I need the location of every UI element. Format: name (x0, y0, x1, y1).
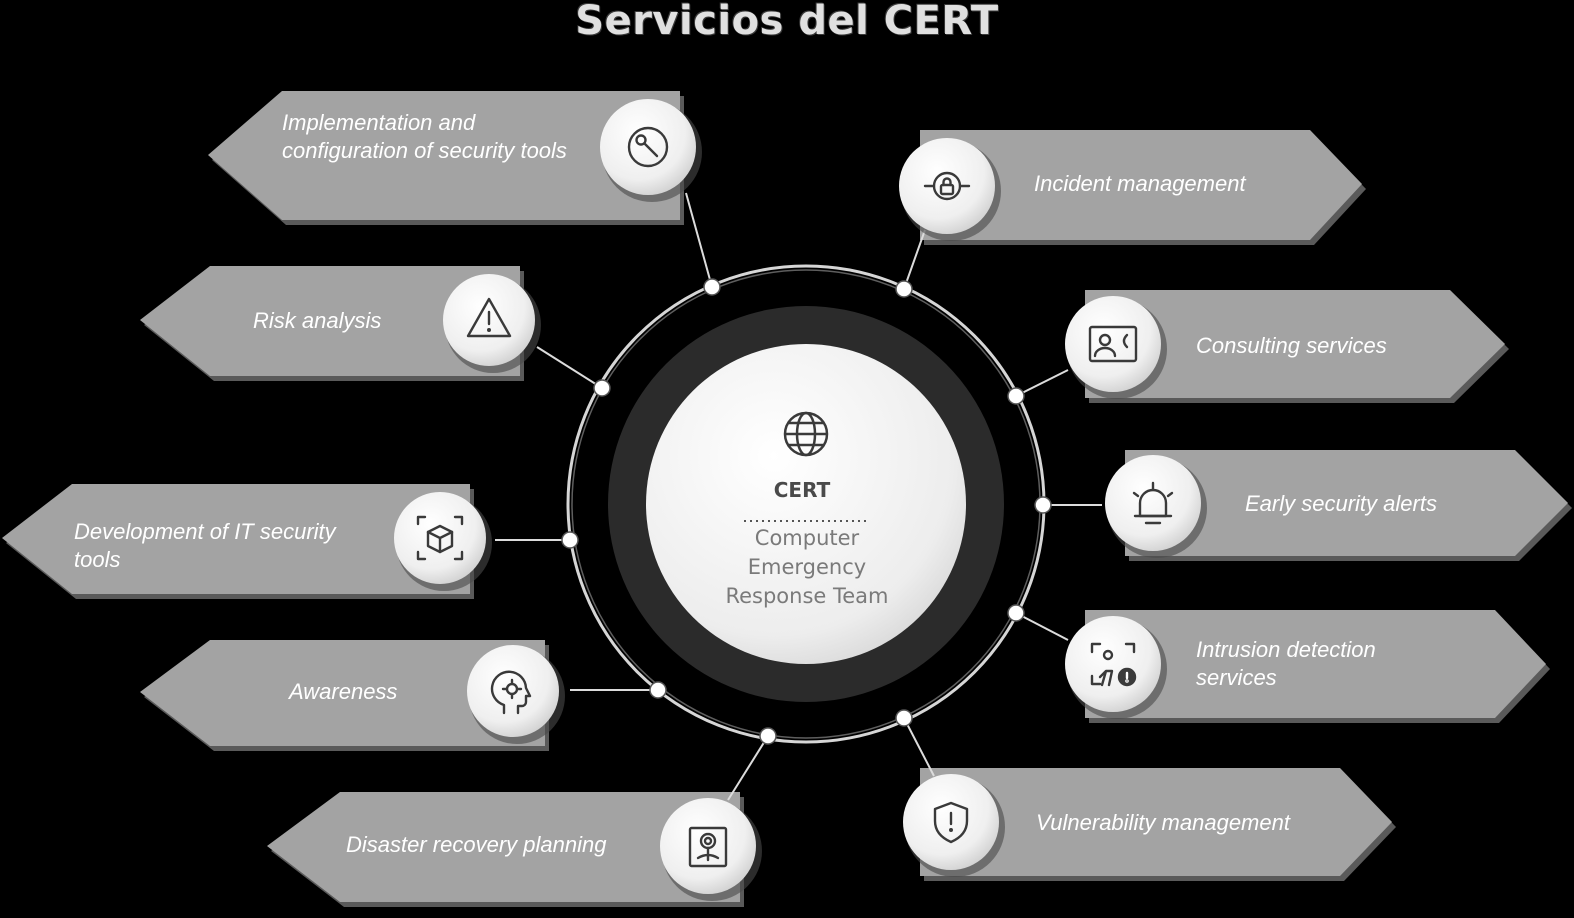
hub-subtitle-line: Response Team (725, 584, 889, 608)
wrench-icon (627, 126, 669, 168)
badge-risk (443, 274, 541, 373)
badge-disaster (660, 798, 762, 901)
ribbon-intrusion (1085, 610, 1550, 723)
contact-call-icon (1088, 325, 1138, 363)
person-alert-icon (1090, 642, 1137, 687)
hub-subtitle-line: Emergency (747, 555, 867, 579)
shield-alert-icon (933, 801, 969, 844)
cube-scan-icon (416, 515, 464, 561)
ribbon-consulting (1085, 290, 1509, 403)
service-label-awareness: Awareness (289, 679, 398, 704)
hub-subtitle-line: Computer (754, 526, 860, 550)
warning-icon (466, 297, 512, 338)
ribbon-disaster (267, 792, 744, 907)
ribbon-risk (140, 266, 524, 381)
ribbon-incident (920, 130, 1366, 245)
service-label-implementation: Implementation and configuration of secu… (282, 110, 567, 163)
service-label-vulnerability: Vulnerability management (1036, 810, 1290, 835)
service-label-risk: Risk analysis (253, 308, 382, 333)
service-label-consulting: Consulting services (1196, 333, 1387, 358)
ribbon-alerts (1125, 450, 1572, 561)
ribbon-development (2, 484, 474, 599)
badge-alerts (1105, 455, 1207, 558)
flower-frame-icon (688, 826, 728, 868)
badge-awareness (467, 645, 565, 744)
page-title: Servicios del CERT (575, 0, 999, 44)
ring-dots (561, 278, 1052, 745)
service-label-disaster: Disaster recovery planning (346, 832, 607, 857)
ribbon-vulnerability (920, 768, 1396, 881)
lock-target-icon (923, 171, 971, 201)
head-gear-icon (490, 670, 532, 715)
connectors (495, 192, 1102, 801)
ribbon-awareness (140, 640, 549, 751)
service-label-intrusion: Intrusion detection services (1196, 637, 1376, 690)
hub-subtitle: Computer Emergency Response Team (687, 524, 927, 611)
badge-consulting (1065, 296, 1167, 399)
service-label-incident: Incident management (1034, 171, 1246, 196)
hub-circle (646, 344, 966, 664)
hub-title: CERT (773, 478, 831, 502)
globe-icon (783, 411, 829, 457)
badge-intrusion (1065, 616, 1167, 719)
ribbon-implementation (208, 91, 684, 225)
service-label-development: Development of IT security tools (74, 519, 336, 572)
bell-icon (1132, 481, 1174, 525)
service-label-alerts: Early security alerts (1245, 491, 1437, 516)
